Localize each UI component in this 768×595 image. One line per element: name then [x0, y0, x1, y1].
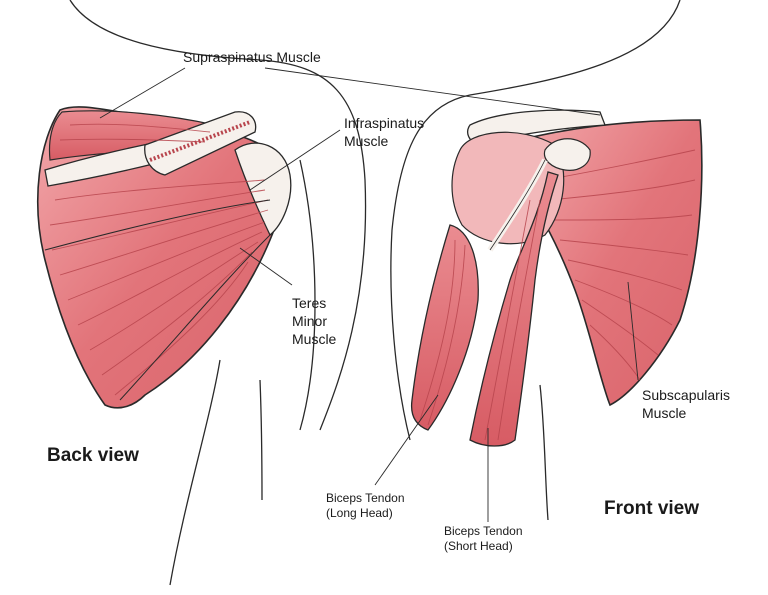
leader-lines: [99, 67, 639, 522]
shoulder-front: [410, 109, 703, 447]
biceps-long-head-label: Biceps Tendon (Long Head): [326, 491, 405, 520]
acromion: [144, 111, 257, 176]
subscapularis-label: Subscapularis Muscle: [642, 387, 730, 421]
subscapularis-muscle: [519, 119, 703, 407]
scapula-back: [37, 106, 292, 409]
body-outline: [69, 0, 681, 586]
teres-minor-label: Teres Minor Muscle: [292, 295, 337, 347]
supraspinatus-label: Supraspinatus Muscle: [183, 49, 321, 65]
muscle-fibers-back: [49, 123, 269, 396]
infraspinatus-label: Infraspinatus Muscle: [344, 115, 425, 149]
biceps-short-head-label: Biceps Tendon (Short Head): [444, 524, 523, 553]
front-view-title: Front view: [604, 498, 700, 519]
biceps-long-head: [410, 224, 479, 431]
coracoid-process: [543, 138, 591, 171]
biceps-short-head: [469, 171, 559, 447]
humeral-head-back: [234, 142, 292, 237]
back-view-title: Back view: [47, 445, 139, 466]
